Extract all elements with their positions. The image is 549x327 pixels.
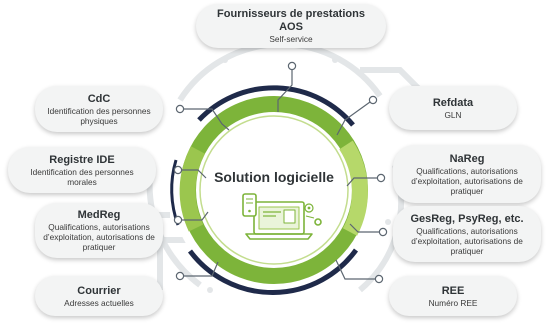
ring-outer-arc-top xyxy=(197,85,355,127)
node-medreg: MedReg Qualifications, autorisations d’e… xyxy=(35,203,163,258)
node-title: GesReg, PsyReg, etc. xyxy=(410,212,524,225)
node-subtitle: Self-service xyxy=(269,34,313,44)
node-subtitle: GLN xyxy=(444,109,462,120)
connector-lines xyxy=(180,69,380,280)
node-subtitle: Qualifications, autorisations d’exploita… xyxy=(411,165,523,196)
node-title: Registre IDE xyxy=(49,153,115,166)
node-top-providers: Fournisseurs de prestations AOS Self-ser… xyxy=(196,4,386,48)
ring-green-highlight-right xyxy=(339,140,368,236)
node-registre-ide: Registre IDE Identification des personne… xyxy=(8,147,156,193)
node-subtitle: Qualifications, autorisations d’exploita… xyxy=(43,222,155,252)
connector-endpoints xyxy=(173,61,388,284)
node-subtitle: Numéro REE xyxy=(428,297,478,308)
ring-outer-arc-bottom xyxy=(187,248,359,295)
node-courrier: Courrier Adresses actuelles xyxy=(35,276,163,316)
central-ring xyxy=(170,85,377,295)
node-gesreg: GesReg, PsyReg, etc. Qualifications, aut… xyxy=(393,206,541,262)
node-cdc: CdC Identification des personnes physiqu… xyxy=(35,86,163,132)
node-title: CdC xyxy=(87,92,111,105)
node-title: Courrier xyxy=(77,284,121,297)
node-title: Fournisseurs de prestations AOS xyxy=(217,8,365,33)
ring-inner-thin xyxy=(199,115,349,265)
node-title: NaReg xyxy=(449,152,485,165)
center-title: Solution logicielle xyxy=(214,169,334,185)
node-title: REE xyxy=(441,284,465,297)
node-title: MedReg xyxy=(77,209,121,221)
node-nareg: NaReg Qualifications, autorisations d’ex… xyxy=(393,145,541,203)
node-refdata: Refdata GLN xyxy=(389,86,517,130)
node-subtitle: Identification des personnes morales xyxy=(30,166,134,187)
node-title: Refdata xyxy=(432,96,474,109)
node-subtitle: Adresses actuelles xyxy=(64,297,134,308)
node-subtitle: Identification des personnes physiques xyxy=(47,105,151,126)
node-subtitle: Qualifications, autorisations d’exploita… xyxy=(411,225,523,256)
node-ree: REE Numéro REE xyxy=(389,276,517,316)
laptop-illustration-icon xyxy=(242,193,322,240)
